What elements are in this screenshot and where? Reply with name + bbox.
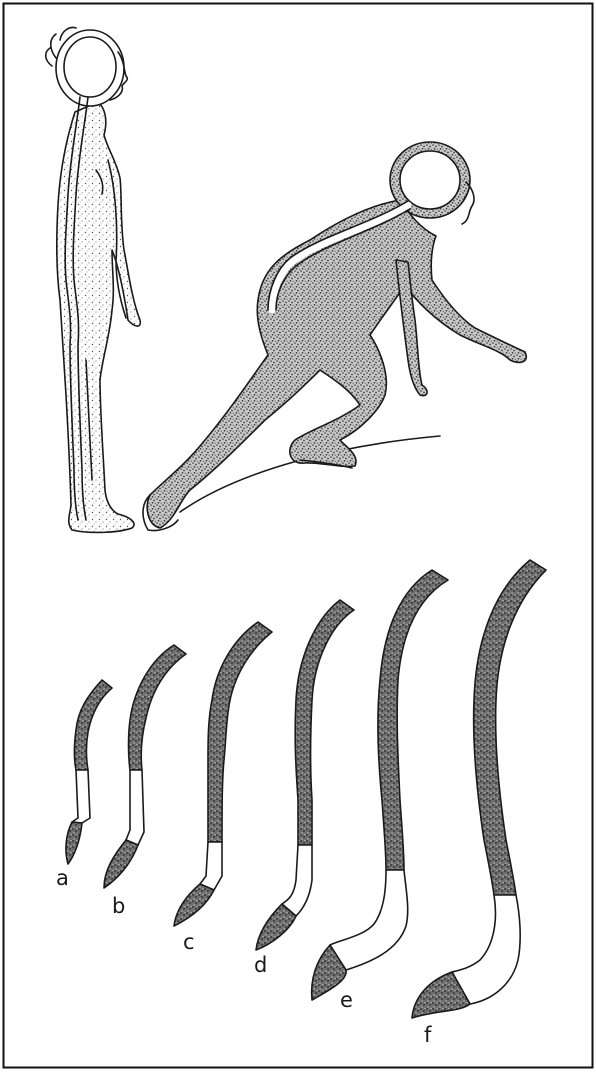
spine-label-a: a <box>56 868 69 889</box>
spine-label-d: d <box>254 955 267 976</box>
spine-label-e: e <box>340 990 353 1011</box>
spine-label-f: f <box>424 1025 431 1046</box>
spine-label-b: b <box>112 896 125 917</box>
spine-label-c: c <box>183 932 195 953</box>
